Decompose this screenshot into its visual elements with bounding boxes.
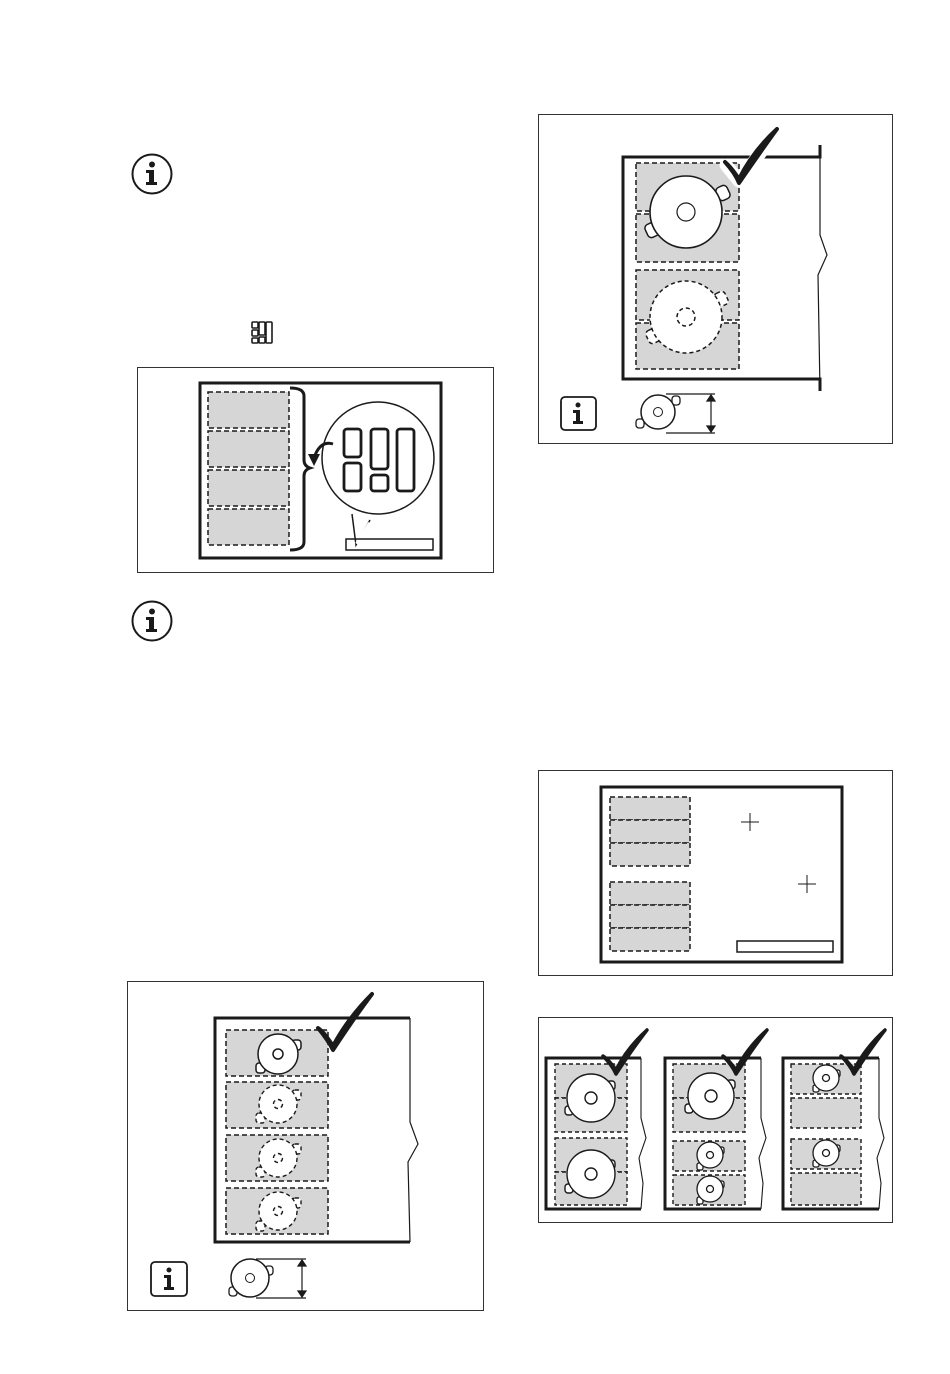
pot-combinations-figure [538, 1017, 893, 1223]
crosshair-icon [741, 813, 759, 831]
zone-layout-icon [249, 320, 275, 346]
pot-moving-across-zones-figure [127, 981, 484, 1311]
flexi-zone-layout-figure [137, 367, 494, 573]
pot-icon [229, 1259, 273, 1297]
cooking-zones [208, 392, 289, 545]
info-icon [151, 1262, 187, 1296]
pot-icon [636, 395, 680, 429]
info-icon [561, 397, 596, 430]
single-large-pot-figure [538, 114, 893, 444]
combination-panel-1 [546, 1030, 647, 1209]
two-zone-groups-figure [538, 770, 893, 976]
combination-panel-3 [783, 1030, 885, 1209]
checkmark-icon [318, 994, 372, 1050]
crosshair-icon [798, 875, 816, 893]
info-icon [131, 600, 173, 642]
info-icon [131, 153, 173, 195]
combination-panel-2 [665, 1030, 767, 1209]
